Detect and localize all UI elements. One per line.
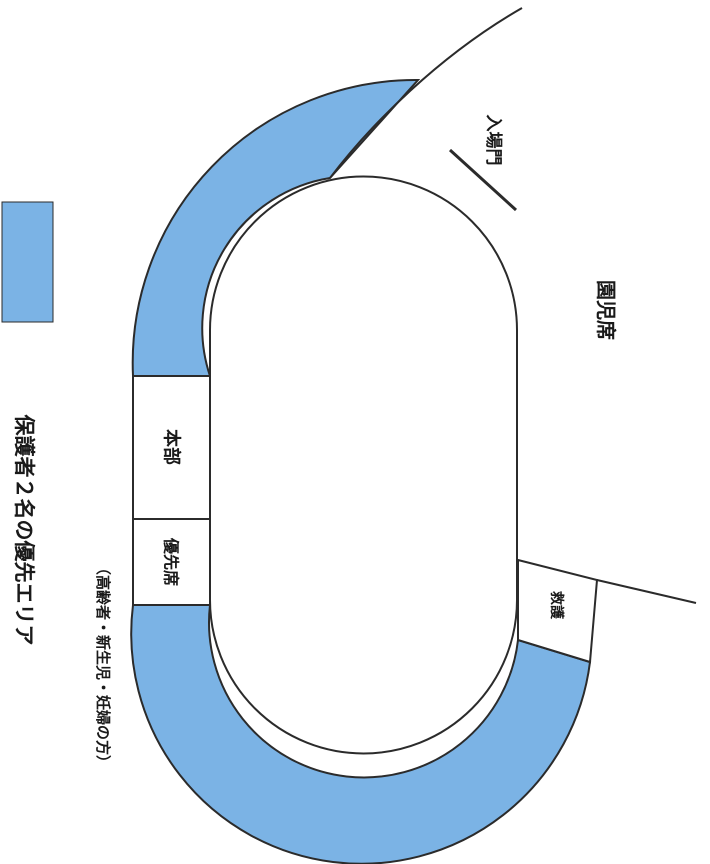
kids-seats-label: 園児席 [594, 280, 618, 340]
priority-seats-label: 優先席 [162, 537, 181, 586]
priority-seats-note: （高齢者・新生児・妊婦の方） [94, 560, 112, 770]
entrance-gate-label: 入場門 [483, 115, 503, 166]
priority-area-bottom [130, 604, 592, 864]
entrance-gate-line [448, 148, 518, 212]
legend-swatch [1, 201, 54, 323]
inner-track [209, 175, 518, 755]
first-aid-boundary-line [596, 579, 697, 604]
first-aid-label: 救護 [548, 591, 565, 620]
priority-seats-box [132, 518, 211, 606]
outer-boundary-curve [329, 7, 523, 179]
headquarters-label: 本部 [161, 429, 183, 465]
legend-label: 保護者２名の優先エリア [12, 414, 36, 646]
priority-area-top [131, 78, 421, 377]
headquarters-box [132, 375, 211, 520]
first-aid-box [517, 558, 599, 664]
